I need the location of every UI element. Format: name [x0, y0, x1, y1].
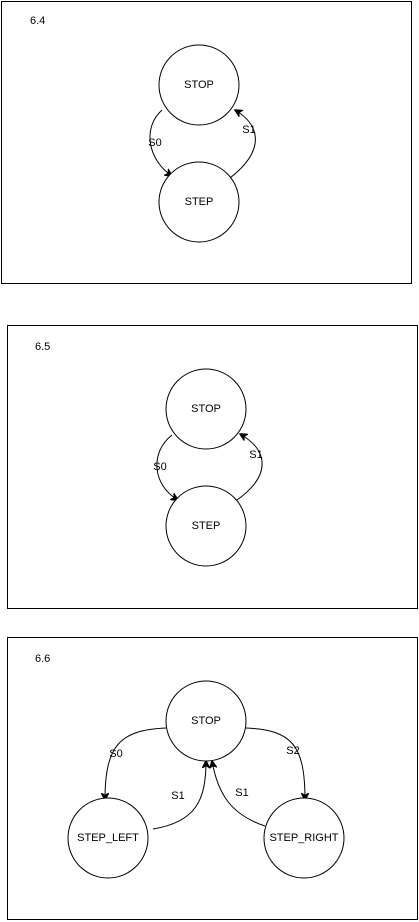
transition-label-s0: S0 [109, 748, 122, 760]
panel-title: 6.4 [30, 15, 45, 27]
transition-stop-to-step [149, 109, 172, 176]
state-step-left-label: STEP_LEFT [77, 832, 139, 844]
state-stop [165, 680, 247, 762]
panel-title: 6.5 [35, 341, 50, 353]
transition-label-s1: S1 [249, 449, 262, 461]
state-step-left [67, 797, 149, 879]
transition-stop-to-step-left [105, 727, 167, 800]
state-stop-label: STOP [191, 715, 221, 727]
state-step [158, 161, 240, 243]
transition-label-s2: S2 [286, 745, 299, 757]
panel-frame [1, 1, 412, 284]
state-stop [165, 368, 247, 450]
state-step-label: STEP [192, 520, 221, 532]
state-step-label: STEP [185, 196, 214, 208]
state-step-right [263, 797, 345, 879]
state-step [165, 485, 247, 567]
transition-step-left-to-stop [152, 761, 206, 830]
transition-step-to-stop [236, 434, 263, 501]
state-stop-label: STOP [184, 79, 214, 91]
panel-frame [7, 637, 418, 920]
transition-label-s1: S1 [242, 124, 255, 136]
transition-label-s1-left: S1 [171, 790, 184, 802]
panel-title: 6.6 [35, 653, 50, 665]
panel-6-5: 6.5 S0 S1 STOP STEP [7, 325, 418, 609]
transition-stop-to-step [156, 434, 178, 500]
transition-label-s0: S0 [148, 137, 161, 149]
panel-frame [7, 325, 418, 609]
transition-step-to-stop [229, 110, 256, 179]
panel-6-6: 6.6 S0 S1 S1 S2 STOP STEP_LEFT STEP_RIGH… [7, 637, 418, 920]
transition-label-s0: S0 [153, 461, 166, 473]
state-step-right-label: STEP_RIGHT [269, 832, 338, 844]
state-stop-label: STOP [191, 403, 221, 415]
transition-step-right-to-stop [212, 761, 266, 827]
transition-label-s1-right: S1 [235, 787, 248, 799]
panel-6-4: 6.4 S0 S1 STOP STEP [1, 1, 412, 284]
transition-stop-to-step-right [245, 727, 305, 800]
state-stop [158, 44, 240, 126]
